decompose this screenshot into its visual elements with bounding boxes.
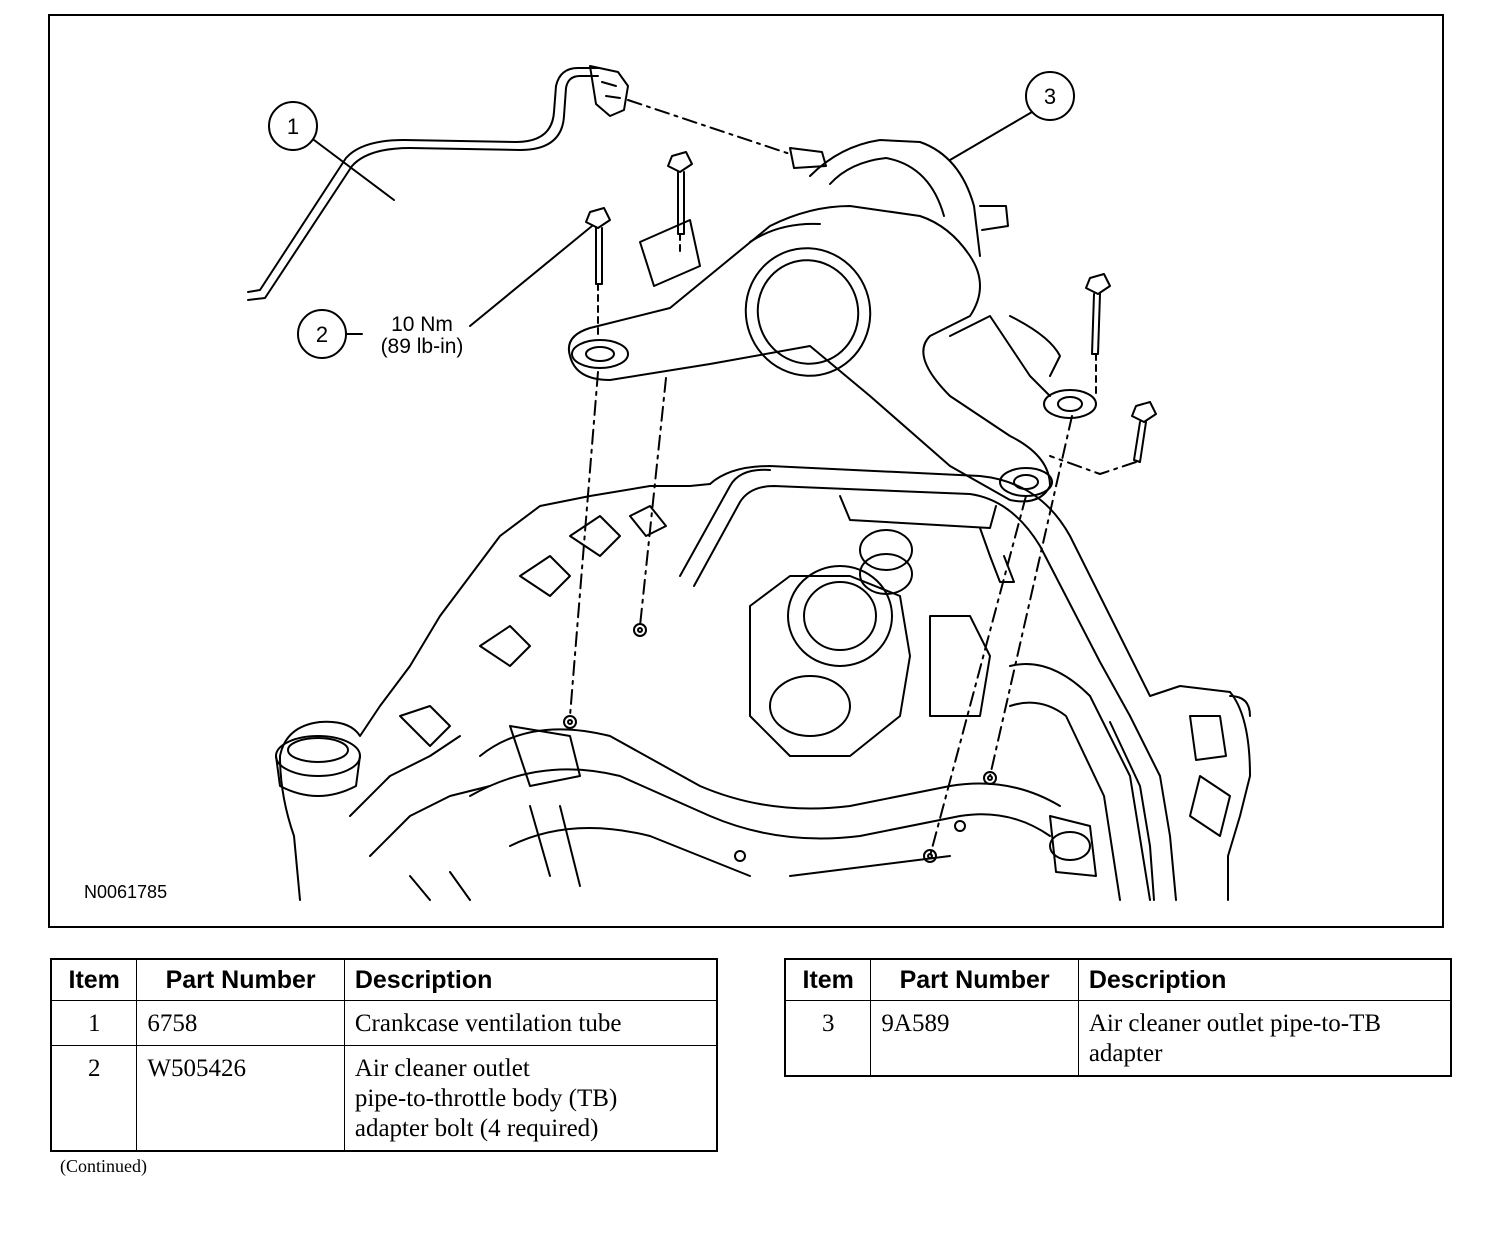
throttle-body-adapter (568, 139, 1097, 503)
cell-part-number: 9A589 (870, 1000, 1079, 1077)
cell-part-number: W505426 (136, 1045, 345, 1152)
table-row: 1 6758 Crankcase ventilation tube (50, 1000, 718, 1046)
torque-lbin: (89 lb-in) (380, 335, 464, 358)
callout-1: 1 (268, 101, 395, 201)
callout-2: 2 (297, 225, 593, 359)
alignment-line (627, 99, 791, 155)
cell-item: 3 (784, 1000, 872, 1077)
header-description: Description (343, 958, 718, 1001)
table-header-row: Item Part Number Description (784, 958, 1452, 1001)
callout-3-label: 3 (1044, 84, 1056, 109)
exploded-view-drawing: 1 2 3 (247, 65, 1251, 901)
header-part-number: Part Number (870, 958, 1079, 1001)
crankcase-ventilation-tube (247, 65, 629, 301)
callout-1-label: 1 (287, 114, 299, 139)
callout-3: 3 (949, 71, 1075, 161)
illustration-frame: 1 2 3 10 Nm (89 lb-in) N0061785 (48, 14, 1444, 928)
continued-note: (Continued) (60, 1156, 147, 1176)
cell-item: 2 (50, 1045, 138, 1152)
parts-table-left: Item Part Number Description 1 6758 Cran… (50, 958, 718, 1152)
callout-2-label: 2 (316, 322, 328, 347)
header-item: Item (784, 958, 872, 1001)
cell-description: Crankcase ventilation tube (343, 1000, 718, 1046)
torque-nm: 10 Nm (391, 313, 453, 336)
header-part-number: Part Number (136, 958, 345, 1001)
cell-part-number: 6758 (136, 1000, 345, 1046)
table-header-row: Item Part Number Description (50, 958, 718, 1001)
cell-item: 1 (50, 1000, 138, 1046)
header-item: Item (50, 958, 138, 1001)
adapter-bolt-group (585, 151, 1157, 475)
engine-assembly (275, 465, 1251, 901)
header-description: Description (1077, 958, 1452, 1001)
figure-id: N0061785 (84, 882, 168, 902)
torque-spec: 10 Nm (89 lb-in) (362, 314, 482, 358)
alignment-lines (569, 371, 1073, 857)
parts-table-right: Item Part Number Description 3 9A589 Air… (784, 958, 1452, 1077)
